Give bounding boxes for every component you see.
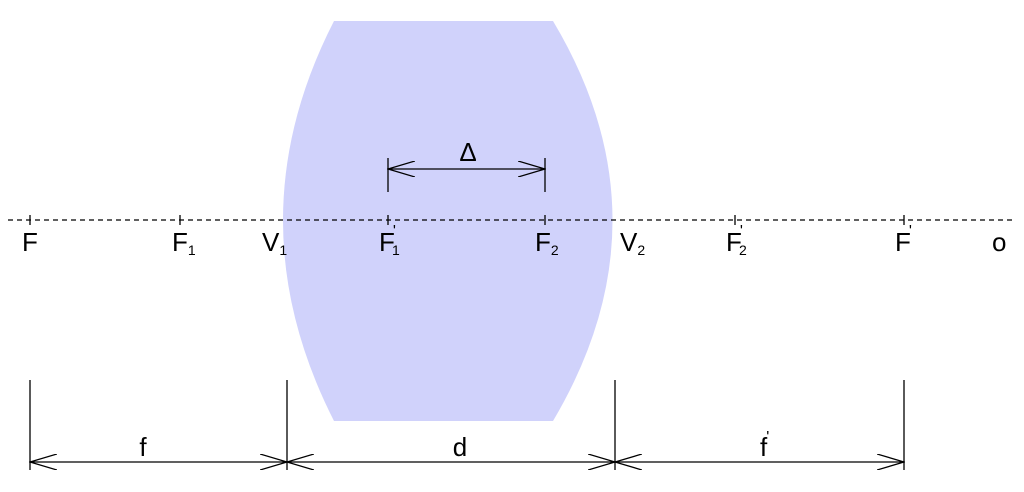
axis-end-label: o [992,227,1006,257]
label-V1: V1 [262,227,287,258]
label-F1-prime: F'1 [379,223,400,258]
axis-ticks [29,215,905,225]
label-F: F [22,227,38,257]
label-F2-prime: F'2 [726,223,747,258]
delta-label: Δ [459,137,476,167]
label-F2: F2 [535,227,559,258]
lens-body [283,21,613,421]
delta-dimension [388,158,545,192]
f-prime-label: f' [760,429,769,462]
label-F1: F1 [172,227,196,258]
label-V2: V2 [620,227,645,258]
f-label: f [139,432,147,462]
d-label: d [453,432,467,462]
label-F-prime: F' [895,223,912,257]
